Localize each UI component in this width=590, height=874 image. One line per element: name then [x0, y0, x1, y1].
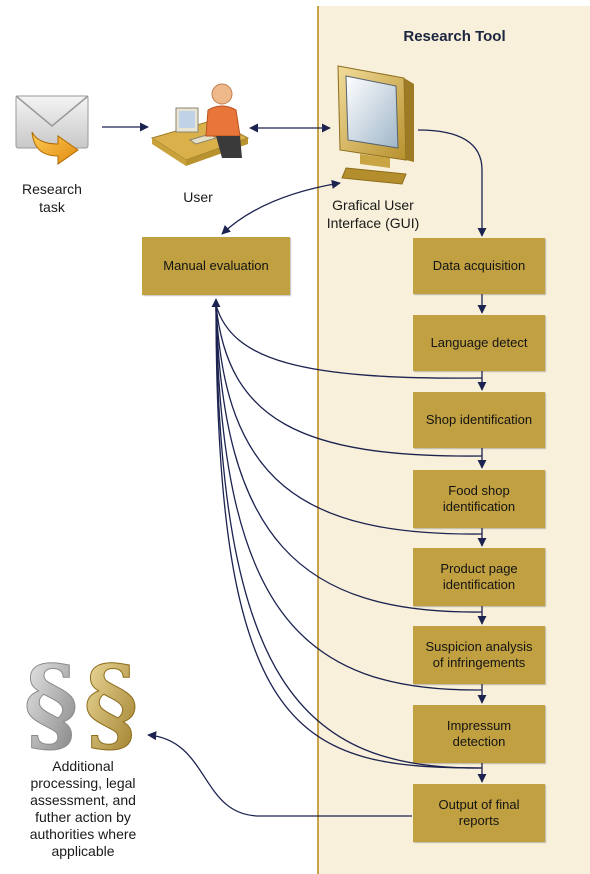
step-shop-identification: Shop identification — [413, 392, 545, 448]
manual-evaluation-box: Manual evaluation — [142, 237, 290, 295]
step-output-final-reports: Output of final reports — [413, 784, 545, 842]
user-label: User — [183, 189, 213, 205]
step-product-page-identification: Product page identification — [413, 548, 545, 606]
step-suspicion-analysis: Suspicion analysis of infringements — [413, 626, 545, 684]
monitor-icon — [332, 64, 416, 188]
panel-title: Research Tool — [403, 28, 506, 45]
step-language-detect: Language detect — [413, 315, 545, 371]
svg-text:§: § — [84, 642, 138, 765]
step-impressum-detection: Impressum detection — [413, 705, 545, 763]
step-data-acquisition: Data acquisition — [413, 238, 545, 294]
step-food-shop-identification: Food shop identification — [413, 470, 545, 528]
paragraph-silver-icon: § — [20, 642, 82, 766]
user-at-computer-icon — [150, 80, 250, 180]
envelope-arrow-icon — [14, 92, 102, 170]
additional-processing-label: Additional processing, legal assessment,… — [29, 758, 137, 859]
research-task-label: Research task — [22, 181, 82, 215]
svg-text:§: § — [24, 642, 78, 765]
paragraph-gold-icon: § — [80, 642, 142, 766]
gui-label: Grafical User Interface (GUI) — [326, 197, 420, 231]
